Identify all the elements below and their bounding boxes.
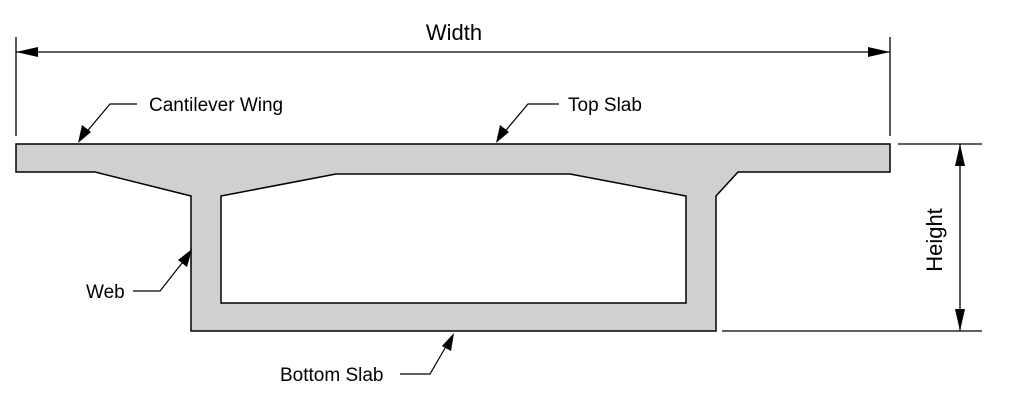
web-label: Web bbox=[86, 282, 125, 303]
width-arrow-right-icon bbox=[868, 47, 890, 57]
top-slab-leader bbox=[501, 103, 559, 136]
height-dimension: Height bbox=[722, 143, 982, 332]
cantilever-wing-callout: Cantilever Wing bbox=[78, 95, 283, 143]
web-arrow-icon bbox=[178, 249, 192, 267]
web-leader bbox=[133, 257, 187, 292]
girder-cross-section bbox=[15, 143, 891, 332]
height-arrow-bottom-icon bbox=[955, 309, 965, 331]
bottom-slab-leader bbox=[400, 342, 449, 375]
top-slab-callout: Top Slab bbox=[496, 95, 642, 143]
bottom-slab-arrow-icon bbox=[442, 333, 454, 351]
width-label: Width bbox=[426, 20, 482, 45]
height-label: Height bbox=[922, 208, 947, 272]
top-slab-arrow-icon bbox=[496, 125, 509, 143]
top-slab-label: Top Slab bbox=[568, 95, 642, 116]
height-arrow-top-icon bbox=[955, 144, 965, 166]
width-dimension: Width bbox=[15, 20, 891, 136]
web-callout: Web bbox=[86, 249, 192, 303]
cantilever-wing-arrow-icon bbox=[78, 125, 91, 143]
cantilever-wing-label: Cantilever Wing bbox=[149, 95, 283, 116]
width-arrow-left-icon bbox=[16, 47, 38, 57]
bottom-slab-label: Bottom Slab bbox=[280, 365, 384, 386]
girder-void bbox=[220, 173, 687, 304]
cantilever-wing-leader bbox=[83, 103, 137, 136]
bottom-slab-callout: Bottom Slab bbox=[280, 333, 454, 386]
